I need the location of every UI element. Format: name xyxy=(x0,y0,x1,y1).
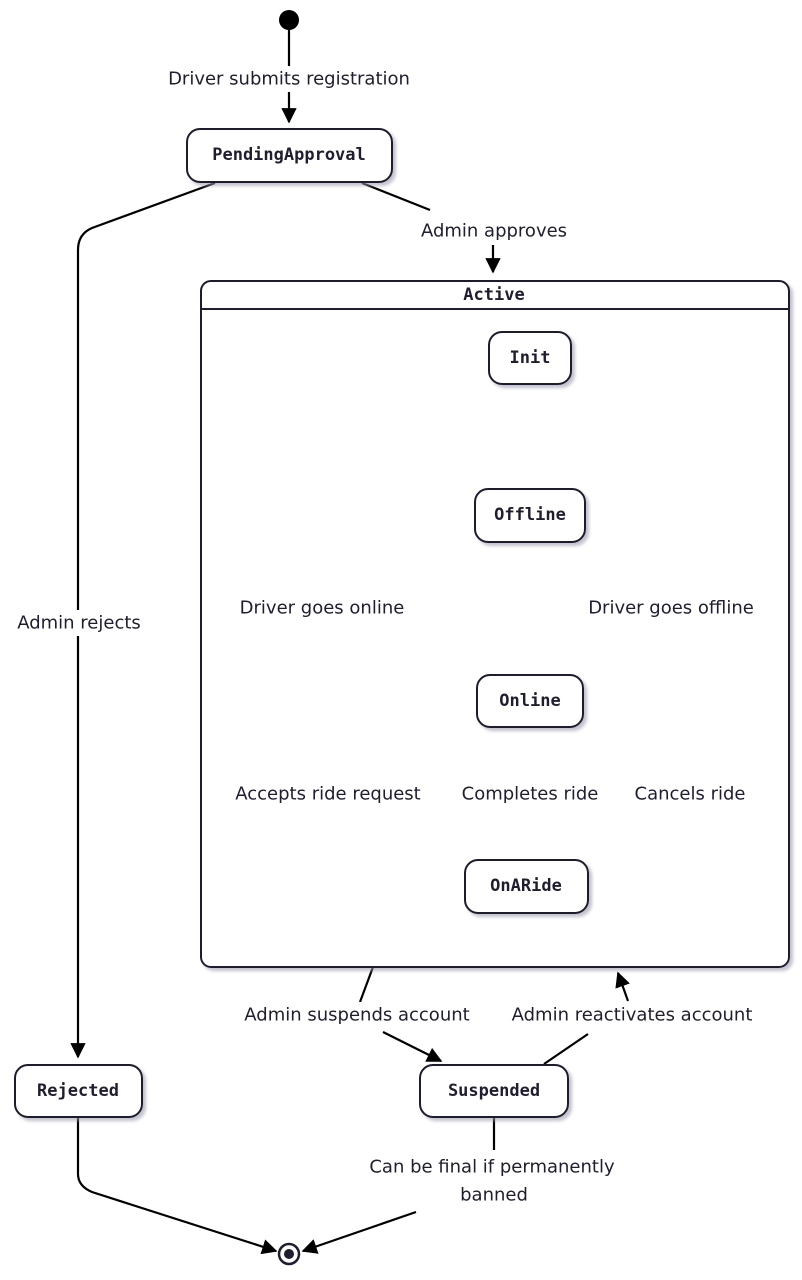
start-node xyxy=(279,10,299,30)
state-init: Init xyxy=(488,331,572,385)
label-cancel-ride: Cancels ride xyxy=(635,784,746,805)
label-final-line2: banned xyxy=(460,1185,528,1206)
label-go-offline: Driver goes offline xyxy=(588,598,754,619)
edge-suspended-end xyxy=(303,1118,496,1251)
state-online-label: Online xyxy=(499,691,560,711)
state-offline-label: Offline xyxy=(494,505,566,525)
state-init-label: Init xyxy=(510,348,551,368)
state-active-title: Active xyxy=(463,285,524,305)
state-on-a-ride-label: OnARide xyxy=(490,876,562,896)
state-pending-approval-label: PendingApproval xyxy=(212,145,366,165)
edge-suspend xyxy=(358,966,441,1061)
label-accept-ride: Accepts ride request xyxy=(235,784,421,805)
state-rejected-label: Rejected xyxy=(37,1081,119,1101)
label-go-online: Driver goes online xyxy=(240,598,405,619)
edge-reactivate xyxy=(543,973,628,1065)
state-offline: Offline xyxy=(474,488,586,543)
state-on-a-ride: OnARide xyxy=(464,859,589,914)
label-suspend: Admin suspends account xyxy=(244,1005,469,1026)
edge-approve xyxy=(361,181,493,272)
label-final-line1: Can be final if permanently xyxy=(369,1157,615,1178)
edge-reject xyxy=(70,181,216,1059)
state-rejected: Rejected xyxy=(14,1064,143,1118)
state-suspended: Suspended xyxy=(419,1064,569,1118)
label-reject: Admin rejects xyxy=(17,613,141,634)
state-suspended-label: Suspended xyxy=(448,1081,540,1101)
label-approve: Admin approves xyxy=(421,221,567,242)
label-complete-ride: Completes ride xyxy=(462,784,599,805)
end-node xyxy=(277,1242,301,1266)
state-online: Online xyxy=(476,674,584,728)
label-reactivate: Admin reactivates account xyxy=(512,1005,753,1026)
state-pending-approval: PendingApproval xyxy=(186,128,393,183)
edge-rejected-end xyxy=(76,1118,278,1255)
label-submit: Driver submits registration xyxy=(168,69,410,90)
